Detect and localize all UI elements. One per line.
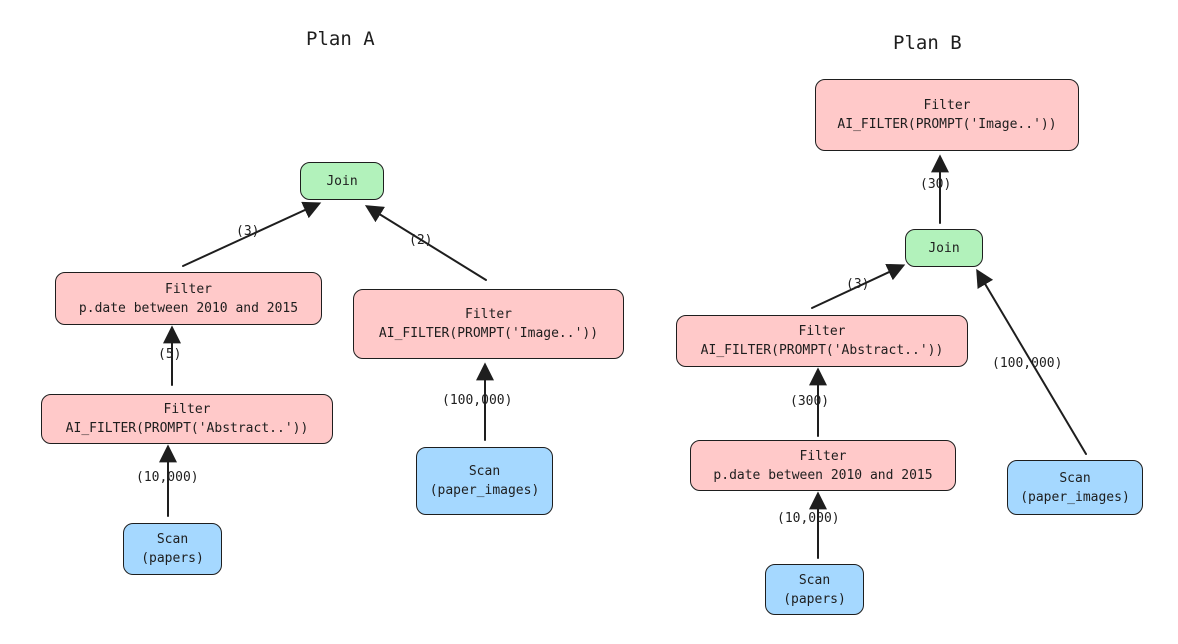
plan-a-filter-image-node: Filter AI_FILTER(PROMPT('Image..')) (353, 289, 624, 359)
plan-b-edge-label: (3) (846, 277, 870, 292)
node-label: Filter (465, 307, 512, 322)
node-detail: AI_FILTER(PROMPT('Abstract..')) (65, 421, 309, 436)
edge-b-images-to-join (976, 268, 1087, 455)
plan-b-filter-abstract-node: Filter AI_FILTER(PROMPT('Abstract..')) (676, 315, 968, 367)
node-label: Scan (1059, 470, 1091, 486)
plan-a-scan-papers-node: Scan (papers) (123, 523, 222, 575)
node-label: Filter (798, 324, 846, 339)
node-detail: p.date between 2010 and 2015 (713, 467, 933, 483)
plan-b-edge-label: (10,000) (777, 511, 840, 526)
edge-a-date-to-join (182, 201, 322, 267)
plan-a-edge-label: (5) (158, 347, 182, 362)
node-label: Join (928, 240, 960, 256)
plan-a-filter-abstract-node: Filter AI_FILTER(PROMPT('Abstract..')) (41, 394, 333, 444)
plan-b-edge-label: (30) (920, 177, 952, 192)
node-detail: (papers) (783, 591, 846, 607)
plan-b-filter-date-node: Filter p.date between 2010 and 2015 (690, 440, 956, 491)
plan-b-scan-images-node: Scan (paper_images) (1007, 460, 1143, 515)
edge-b-abstract-to-join (811, 263, 906, 309)
node-label: Scan (798, 572, 831, 588)
plan-b-join-node: Join (905, 229, 983, 267)
node-label: Filter (799, 448, 847, 464)
plan-b-title: Plan B (893, 32, 962, 54)
node-detail: AI_FILTER(PROMPT('Image..')) (837, 117, 1057, 132)
plan-a-scan-images-node: Scan (paper_images) (416, 447, 553, 515)
node-label: Scan (156, 532, 189, 547)
node-label: Scan (468, 464, 501, 479)
node-label: Filter (163, 402, 211, 417)
plan-a-filter-date-node: Filter p.date between 2010 and 2015 (55, 272, 322, 325)
plan-b-edge-label: (100,000) (992, 356, 1063, 371)
plan-a-edge-label: (2) (409, 233, 433, 248)
node-label: Join (326, 173, 358, 189)
node-label: Filter (165, 281, 212, 297)
node-detail: AI_FILTER(PROMPT('Image..')) (378, 326, 599, 341)
edge-a-image-to-join (364, 205, 487, 281)
plan-a-edge-label: (3) (236, 224, 260, 239)
plan-a-edge-label: (10,000) (136, 470, 199, 485)
plan-a-edge-label: (100,000) (442, 393, 513, 408)
node-detail: (papers) (141, 551, 204, 566)
node-detail: p.date between 2010 and 2015 (78, 300, 299, 316)
plan-a-title: Plan A (306, 28, 375, 50)
plan-b-scan-papers-node: Scan (papers) (765, 564, 864, 615)
node-detail: (paper_images) (429, 483, 540, 498)
plan-b-edge-label: (300) (790, 394, 830, 409)
plan-a-join-node: Join (300, 162, 384, 200)
plan-b-filter-image-node: Filter AI_FILTER(PROMPT('Image..')) (815, 79, 1079, 151)
node-label: Filter (923, 98, 971, 113)
node-detail: AI_FILTER(PROMPT('Abstract..')) (700, 343, 944, 358)
node-detail: (paper_images) (1020, 489, 1130, 505)
